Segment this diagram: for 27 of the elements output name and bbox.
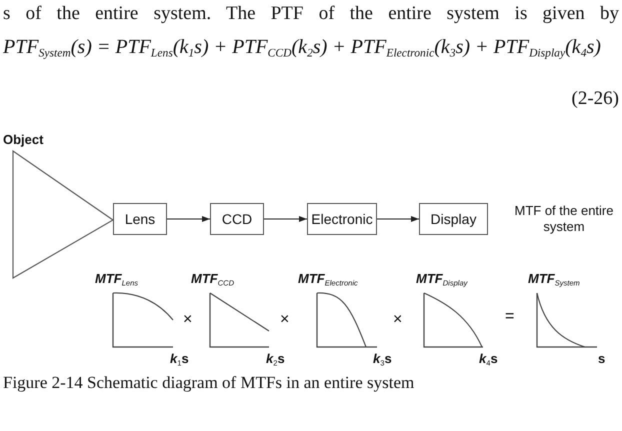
- multiply-sign: ×: [280, 311, 290, 329]
- plot-title: MTF$_{Display}$: [416, 271, 468, 287]
- axis-label: k$_{2}$s: [266, 351, 285, 367]
- plot-title: MTF$_{Electronic}$: [298, 271, 358, 287]
- body-text: s of the entire system. The PTF of the entire system is given by: [3, 2, 619, 26]
- equation: PTF$_{System}$(s) = PTF$_{Lens}$(k$_{1}$s) + PTF$_{CCD}$(k$_{2}$s) + PTF$_{Electronic}$(k$_{3}$s) + PTF$_{Display}$(k$_{4}$s): [3, 35, 601, 62]
- plot-title: MTF$_{System}$: [528, 271, 580, 287]
- axis-label: s: [598, 351, 606, 367]
- plot-title: MTF$_{CCD}$: [191, 271, 234, 287]
- node-heading: Object: [3, 132, 44, 148]
- plot-title: MTF$_{Lens}$: [95, 271, 138, 287]
- annotation-text: MTF of the entire system: [514, 203, 614, 235]
- process-box: Lens: [113, 203, 167, 235]
- process-box: CCD: [210, 203, 264, 235]
- axis-label: k$_{3}$s: [373, 351, 392, 367]
- process-box: Electronic: [307, 203, 377, 235]
- arrow: [166, 216, 210, 222]
- process-box: Display: [419, 203, 488, 235]
- arrow: [376, 216, 420, 222]
- multiply-sign: ×: [183, 311, 192, 329]
- axis-label: k$_{1}$s: [170, 351, 189, 367]
- equals-sign: =: [505, 308, 514, 326]
- equation-number: (2-26): [570, 88, 619, 110]
- arrow: [264, 216, 308, 222]
- figure-caption: Figure 2-14 Schematic diagram of MTFs in an entire system: [3, 373, 414, 393]
- multiply-sign: ×: [393, 311, 402, 329]
- axis-label: k$_{4}$s: [479, 351, 498, 367]
